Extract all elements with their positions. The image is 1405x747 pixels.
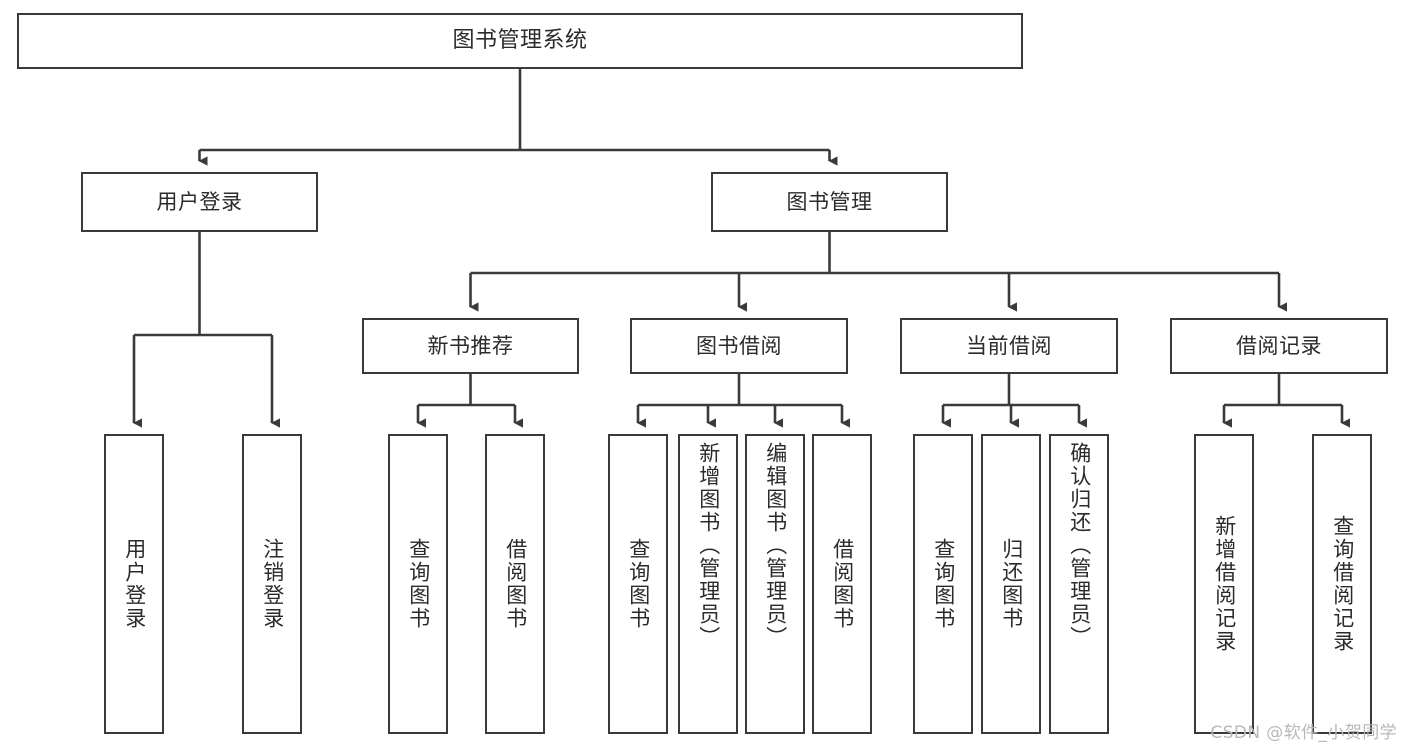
watermark: CSDN @软件_小贺同学 <box>1210 723 1397 743</box>
node-borrow-record-label: 借阅记录 <box>1236 333 1322 358</box>
node-book-borrow-label: 图书借阅 <box>696 333 782 358</box>
node-leaf-return-book-label: 归还图书 <box>999 538 1024 630</box>
node-leaf-borrow-book-new[interactable]: 借阅图书 <box>485 434 545 734</box>
node-leaf-user-login[interactable]: 用户登录 <box>104 434 164 734</box>
node-root[interactable]: 图书管理系统 <box>17 13 1023 69</box>
node-user-login[interactable]: 用户登录 <box>81 172 318 232</box>
node-leaf-query-book-label: 查询图书 <box>626 538 651 630</box>
node-leaf-query-book[interactable]: 查询图书 <box>608 434 668 734</box>
node-current-borrow[interactable]: 当前借阅 <box>900 318 1118 374</box>
node-leaf-edit-book[interactable]: 编辑图书（管理员） <box>745 434 805 734</box>
node-root-label: 图书管理系统 <box>452 28 588 54</box>
node-user-login-label: 用户登录 <box>156 189 243 214</box>
node-leaf-query-book-new[interactable]: 查询图书 <box>388 434 448 734</box>
node-leaf-borrow-book-new-label: 借阅图书 <box>503 538 528 630</box>
node-book-borrow[interactable]: 图书借阅 <box>630 318 848 374</box>
node-new-book-recommend[interactable]: 新书推荐 <box>362 318 579 374</box>
node-leaf-query-book-cur[interactable]: 查询图书 <box>913 434 973 734</box>
node-leaf-confirm-return[interactable]: 确认归还（管理员） <box>1049 434 1109 734</box>
node-borrow-record[interactable]: 借阅记录 <box>1170 318 1388 374</box>
node-leaf-user-login-label: 用户登录 <box>122 538 147 630</box>
node-leaf-add-book[interactable]: 新增图书（管理员） <box>678 434 738 734</box>
node-new-book-recommend-label: 新书推荐 <box>427 333 514 358</box>
node-leaf-add-book-label: 新增图书（管理员） <box>696 442 721 649</box>
node-leaf-return-book[interactable]: 归还图书 <box>981 434 1041 734</box>
node-leaf-confirm-return-label: 确认归还（管理员） <box>1067 442 1092 649</box>
node-leaf-logout-label: 注销登录 <box>260 538 285 630</box>
node-leaf-logout[interactable]: 注销登录 <box>242 434 302 734</box>
node-current-borrow-label: 当前借阅 <box>966 333 1052 358</box>
node-book-manage-label: 图书管理 <box>786 189 873 214</box>
node-leaf-query-record-label: 查询借阅记录 <box>1330 515 1355 653</box>
node-leaf-borrow-book-label: 借阅图书 <box>830 538 855 630</box>
node-leaf-query-book-cur-label: 查询图书 <box>931 538 956 630</box>
node-book-manage[interactable]: 图书管理 <box>711 172 948 232</box>
node-leaf-edit-book-label: 编辑图书（管理员） <box>763 442 788 649</box>
node-leaf-add-record[interactable]: 新增借阅记录 <box>1194 434 1254 734</box>
node-leaf-borrow-book[interactable]: 借阅图书 <box>812 434 872 734</box>
node-leaf-query-book-new-label: 查询图书 <box>406 538 431 630</box>
node-leaf-query-record[interactable]: 查询借阅记录 <box>1312 434 1372 734</box>
node-leaf-add-record-label: 新增借阅记录 <box>1212 515 1237 653</box>
